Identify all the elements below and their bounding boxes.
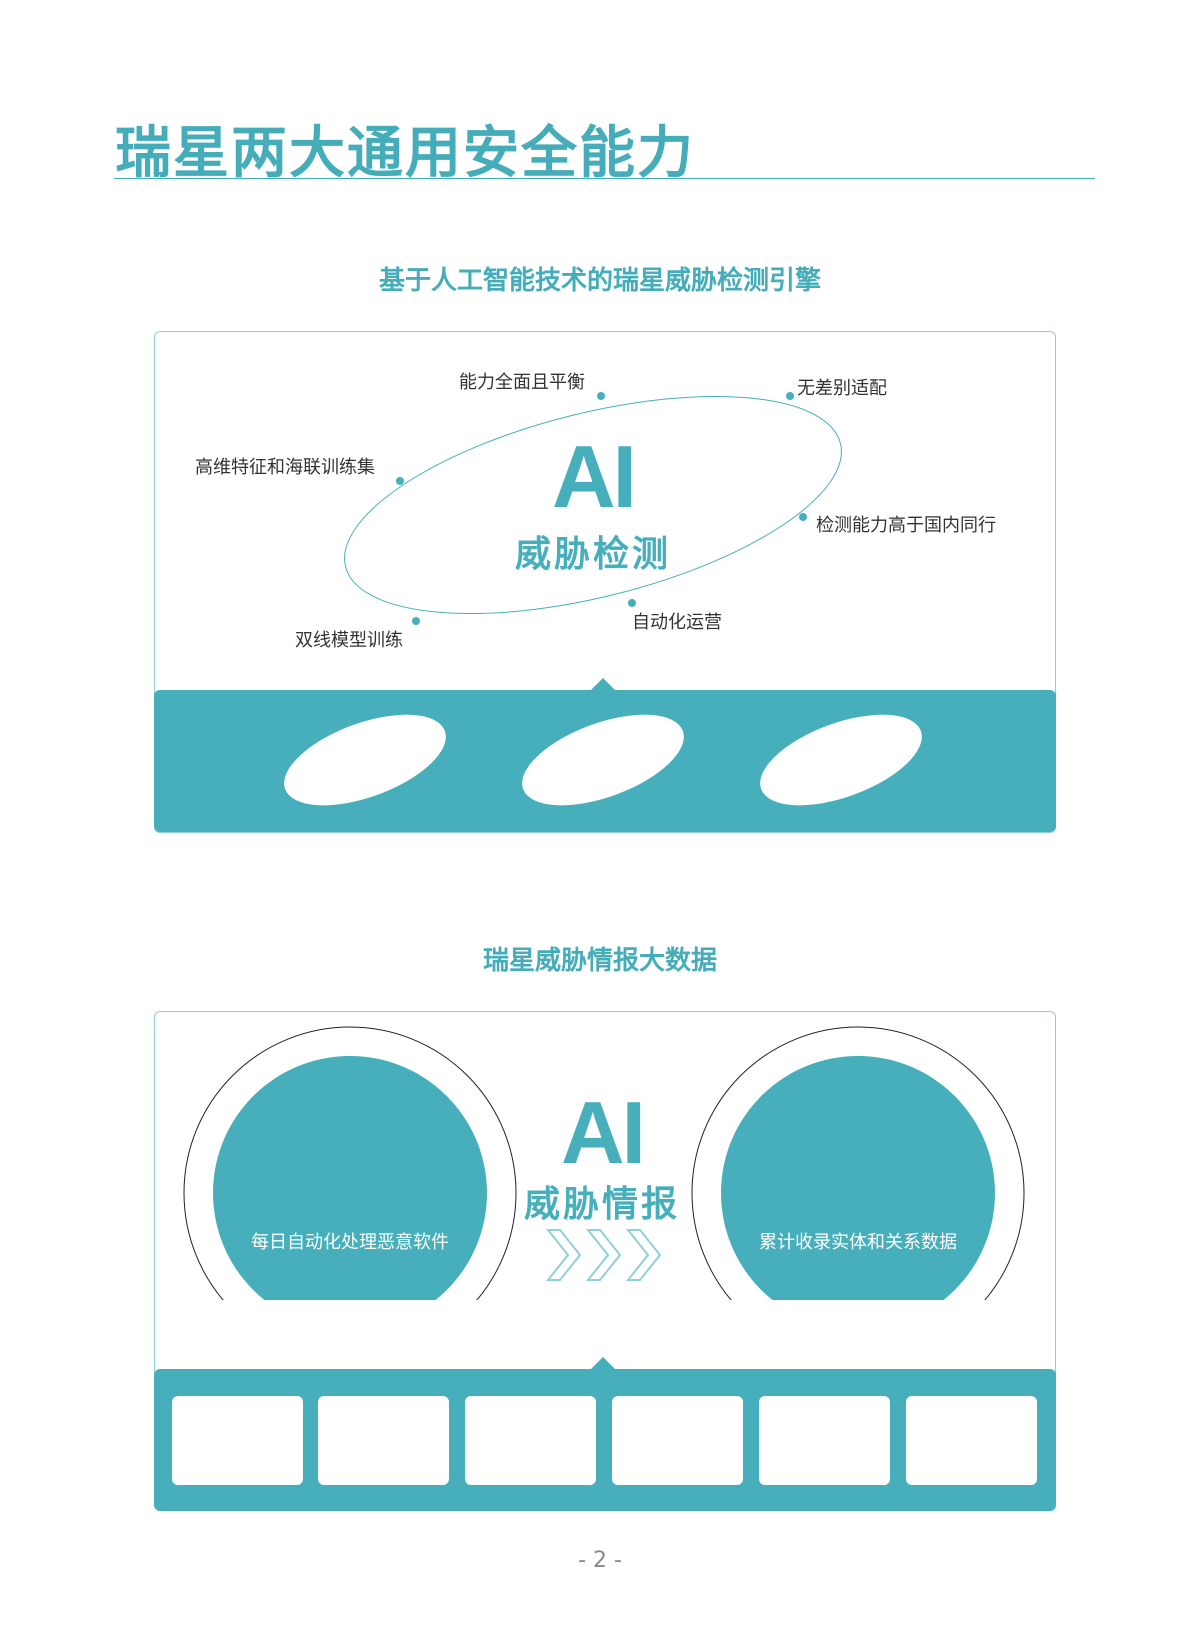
feature-label: 能力全面且平衡 bbox=[459, 372, 585, 393]
orbit-dot bbox=[799, 513, 807, 521]
feature-label: 高维特征和海联训练集 bbox=[195, 457, 375, 478]
orbit-dot bbox=[786, 392, 794, 400]
ai-heading: AI bbox=[552, 427, 637, 526]
oval-shape bbox=[522, 714, 684, 806]
band-box bbox=[612, 1396, 743, 1485]
right-outer-ring bbox=[691, 1026, 1025, 1300]
orbit-dot bbox=[597, 392, 605, 400]
feature-label: 双线模型训练 bbox=[295, 630, 403, 651]
intel-band bbox=[154, 1369, 1056, 1511]
feature-label: 无差别适配 bbox=[797, 378, 887, 399]
ai-subheading: 威胁情报 bbox=[523, 1184, 680, 1225]
feature-label: 检测能力高于国内同行 bbox=[816, 515, 996, 536]
ai-subheading: 威胁检测 bbox=[514, 534, 671, 575]
band-box bbox=[172, 1396, 303, 1485]
band-box bbox=[759, 1396, 890, 1485]
band-box bbox=[465, 1396, 596, 1485]
orbit-dot bbox=[412, 617, 420, 625]
orbit-dot bbox=[628, 599, 636, 607]
left-circle bbox=[213, 1056, 487, 1300]
right-circle-label: 累计收录实体和关系数据 bbox=[759, 1232, 957, 1253]
section1-subtitle: 基于人工智能技术的瑞星威胁检测引擎 bbox=[378, 266, 821, 296]
right-circle bbox=[721, 1056, 995, 1300]
oval-shape bbox=[284, 714, 446, 806]
ai-heading: AI bbox=[561, 1083, 646, 1182]
detection-ellipse-diagram bbox=[344, 392, 842, 625]
orbit-dot bbox=[396, 477, 404, 485]
intel-circles bbox=[183, 1026, 1025, 1300]
orbit-ellipse bbox=[344, 395, 842, 615]
band-box bbox=[318, 1396, 449, 1485]
oval-shape bbox=[760, 714, 922, 806]
title-divider bbox=[114, 178, 1095, 179]
page-number: - 2 - bbox=[578, 1548, 622, 1573]
band-notch bbox=[591, 678, 615, 690]
page-title: 瑞星两大通用安全能力 bbox=[115, 121, 695, 186]
band-ovals bbox=[284, 714, 922, 806]
band-box bbox=[906, 1396, 1037, 1485]
feature-label: 自动化运营 bbox=[632, 612, 722, 633]
left-circle-label: 每日自动化处理恶意软件 bbox=[251, 1232, 449, 1253]
chevron-right-icon bbox=[545, 1229, 662, 1281]
band-notch bbox=[591, 1357, 615, 1369]
section2-subtitle: 瑞星威胁情报大数据 bbox=[482, 946, 717, 976]
left-outer-ring bbox=[183, 1026, 517, 1300]
